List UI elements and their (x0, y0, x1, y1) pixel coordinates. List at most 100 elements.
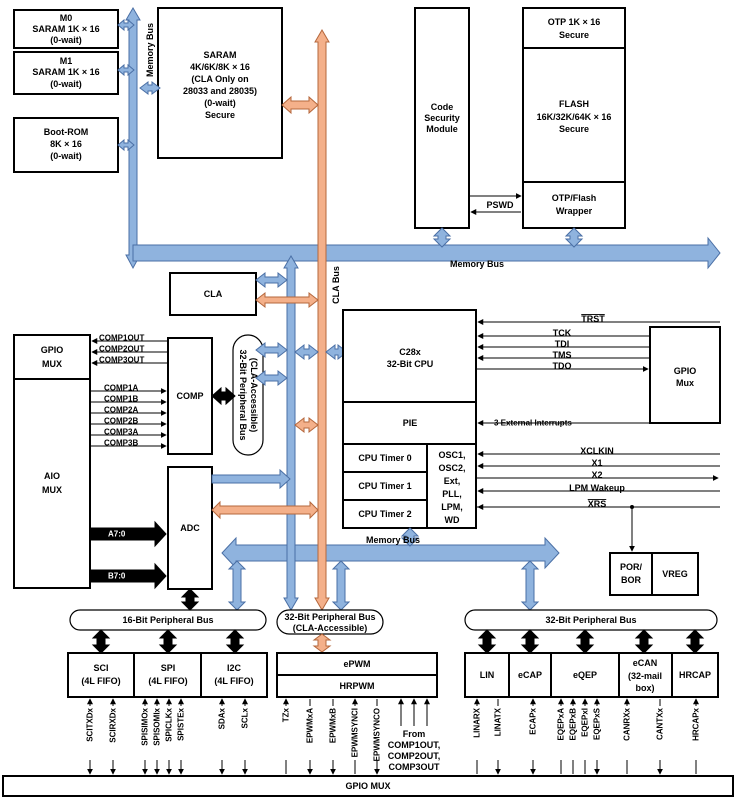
m1-bus-arrow (117, 63, 135, 77)
periph32cla-mem-drop (331, 560, 351, 611)
a7-0-label: A7:0 (108, 530, 126, 539)
csm-line1: Code (431, 102, 454, 112)
from-comp-line3: COMP2OUT, (388, 751, 441, 761)
pin-label-bg (164, 706, 174, 760)
wrapper-bus-arrow (564, 227, 584, 248)
bootrom-bus-arrow (117, 138, 135, 152)
m1-saram-block (13, 51, 119, 95)
pin-label-bg (655, 706, 665, 760)
osc-line1: OSC1, (438, 450, 465, 460)
m0-bus-arrow (117, 18, 135, 32)
epwm-cla-bus-arrow (312, 633, 332, 653)
periph-bus-stub-1 (255, 341, 288, 359)
saram-line6: Secure (205, 110, 235, 120)
pin-label-eqepxi: EQEPxI (581, 708, 590, 737)
m0-size: SARAM 1K × 16 (32, 24, 99, 34)
memory-bus-mid-label: Memory Bus (366, 535, 420, 545)
por-line2: BOR (621, 575, 642, 585)
cla-bus-vertical (314, 29, 330, 611)
a7-0-bus (89, 520, 167, 548)
sci-sub: (4L FIFO) (81, 676, 120, 686)
eqep-block (550, 652, 620, 698)
csm-bus-arrow (432, 227, 452, 248)
gpio-mux-left-line2: MUX (42, 359, 62, 369)
ecan-block (618, 652, 673, 698)
saram-memory-bus-arrow (139, 81, 161, 95)
pie-label: PIE (403, 418, 418, 428)
aio-mux-line1: AIO (44, 471, 60, 481)
periph16-label: 16-Bit Peripheral Bus (122, 615, 213, 625)
pin-label-eqepxb: EQEPxB (569, 708, 578, 741)
lpm-wakeup-label: LPM Wakeup (569, 483, 625, 493)
comp-bus-arrow (211, 386, 236, 406)
from-comp-line2: COMP1OUT, (388, 740, 441, 750)
pswd-label: PSWD (487, 200, 515, 210)
spi-name: SPI (161, 663, 176, 673)
comp-label: COMP (177, 391, 204, 401)
m0-saram-block (13, 9, 119, 49)
saram-line2: 4K/6K/8K × 16 (190, 62, 250, 72)
periph16-mem-drop (227, 560, 247, 611)
comp1a-label: COMP1A (104, 384, 138, 393)
flash-line2: 16K/32K/64K × 16 (537, 112, 612, 122)
m0-wait: (0-wait) (50, 35, 82, 45)
ecan-label: eCAN (633, 658, 658, 668)
osc-line5: LPM, (441, 502, 463, 512)
hrcap-block (671, 652, 719, 698)
comp3out-label: COMP3OUT (99, 356, 144, 365)
cpu-mid-bus-arrow (400, 527, 420, 547)
adc-periph16-arrow (180, 588, 200, 611)
spi-block (133, 652, 202, 698)
memory-bus-vertical (125, 7, 141, 270)
hrcap-bus-arrow (685, 629, 705, 654)
hrpwm-label: HRPWM (340, 681, 375, 691)
pie-block (342, 401, 477, 445)
vreg-block (651, 552, 699, 596)
otp-flash-wrapper-block (522, 181, 626, 229)
saram-line5: (0-wait) (204, 98, 236, 108)
memory-bus-horizontal-mid (221, 536, 560, 570)
lin-label: LIN (480, 670, 495, 680)
pin-label-bg (140, 706, 150, 760)
tms-label: TMS (553, 350, 572, 360)
from-comp-line4: COMP3OUT (388, 762, 440, 772)
i2c-sub: (4L FIFO) (214, 676, 253, 686)
saram-cla-bus-arrow (281, 95, 319, 115)
memory-bus-vertical-label: Memory Bus (145, 23, 155, 77)
pin-label-epwmsynci: EPWMSYNCI (351, 708, 360, 757)
xclkin-label: XCLKIN (580, 446, 614, 456)
periph32-cla-line1: 32-Bit Peripheral Bus (284, 612, 375, 622)
m1-size: SARAM 1K × 16 (32, 67, 99, 77)
comp3a-label: COMP3A (104, 428, 138, 437)
sci-block (67, 652, 135, 698)
pin-label-bg (622, 706, 632, 760)
code-security-module-block (414, 7, 470, 229)
tdo-label: TDO (553, 361, 572, 371)
osc-line2: OSC2, (438, 463, 465, 473)
epwm-label: ePWM (344, 659, 371, 669)
memory-bus-top-label: Memory Bus (450, 259, 504, 269)
periph32-cla-vertical-line1: 32-Bit Peripheral Bus (238, 349, 248, 440)
cpu-line1: C28x (399, 347, 421, 357)
spi-sub: (4L FIFO) (148, 676, 187, 686)
saram-secure-block (157, 7, 283, 159)
m1-label: M1 (60, 56, 73, 66)
cpu-block (342, 309, 477, 403)
csm-line2: Security (424, 113, 460, 123)
sci-name: SCI (93, 663, 108, 673)
cpu-timer1-label: CPU Timer 1 (358, 481, 411, 491)
ext-int-label: 3 External Interrupts (494, 419, 572, 428)
gpio-mux-bottom-label: GPIO MUX (345, 781, 390, 791)
pin-label-bg (592, 706, 602, 760)
periph32-cla-vertical-line2: (CLA-Accessible) (249, 358, 259, 433)
cla-bus-label: CLA Bus (331, 266, 341, 304)
pin-label-bg (556, 706, 566, 760)
comp1out-label: COMP1OUT (99, 334, 144, 343)
cpu-timer2-label: CPU Timer 2 (358, 509, 411, 519)
vreg-label: VREG (662, 569, 688, 579)
gpio-mux-right-line1: GPIO (674, 366, 697, 376)
m0-label: M0 (60, 13, 73, 23)
ecan-bus-arrow (634, 629, 654, 654)
pin-label-bg (528, 706, 538, 760)
